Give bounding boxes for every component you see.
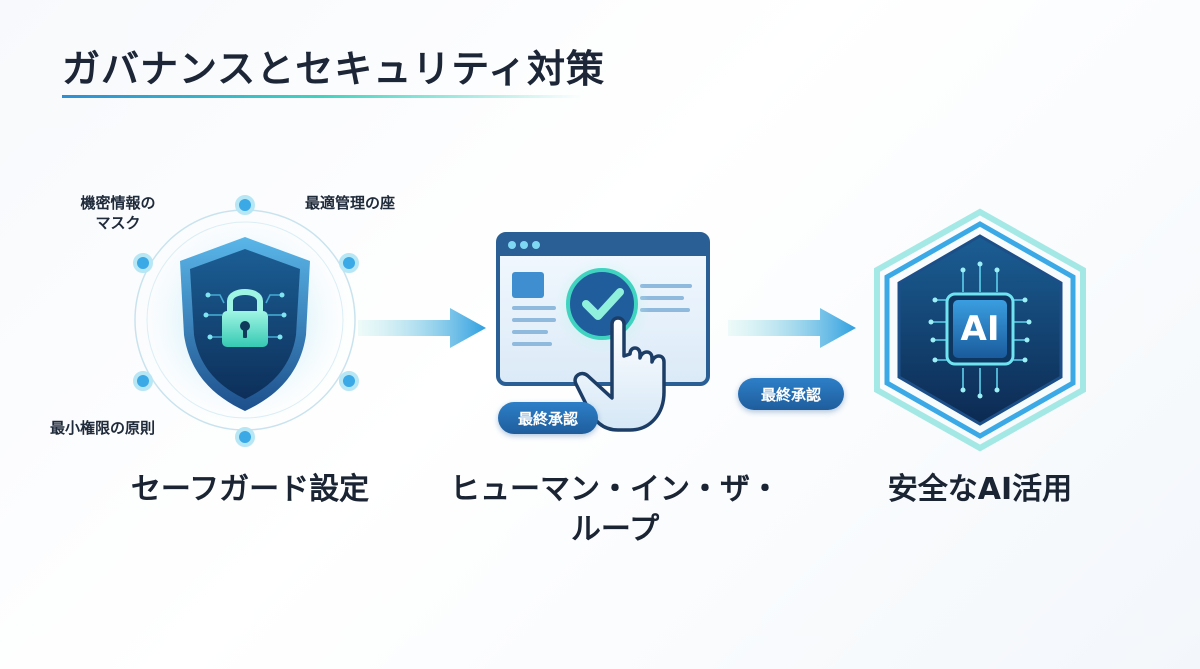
approval-window-illustration bbox=[496, 232, 710, 432]
caption-human-in-the-loop: ヒューマン・イン・ザ・ ループ bbox=[430, 470, 800, 550]
label-mask-line2: マスク bbox=[95, 214, 141, 232]
caption-hitl-line2: ループ bbox=[570, 512, 660, 547]
shield-illustration bbox=[133, 195, 359, 447]
caption-hitl-line1: ヒューマン・イン・ザ・ bbox=[450, 472, 780, 507]
ai-chip-label: AI bbox=[960, 309, 1000, 349]
title-underline bbox=[62, 95, 582, 98]
label-optimal-management: 最適管理の座 bbox=[305, 194, 396, 212]
ai-hexagon-illustration bbox=[858, 208, 1102, 452]
page-title: ガバナンスとセキュリティ対策 bbox=[62, 47, 605, 91]
lock-icon bbox=[222, 289, 268, 347]
arrow-final-approval-badge: 最終承認 bbox=[738, 378, 844, 410]
arrow-right-icon bbox=[358, 308, 486, 348]
final-approval-badge: 最終承認 bbox=[498, 402, 598, 434]
label-mask: 機密情報の マスク bbox=[63, 193, 173, 233]
caption-safe-ai: 安全なAI活用 bbox=[887, 472, 1073, 507]
label-least-privilege: 最小権限の原則 bbox=[50, 419, 156, 437]
orbit-dots bbox=[133, 195, 359, 447]
caption-safeguard: セーフガード設定 bbox=[130, 472, 370, 507]
label-mask-line1: 機密情報の bbox=[80, 194, 156, 212]
arrow-right-icon bbox=[728, 308, 856, 348]
checkmark-icon bbox=[582, 288, 624, 320]
chip-icon bbox=[953, 300, 1007, 358]
